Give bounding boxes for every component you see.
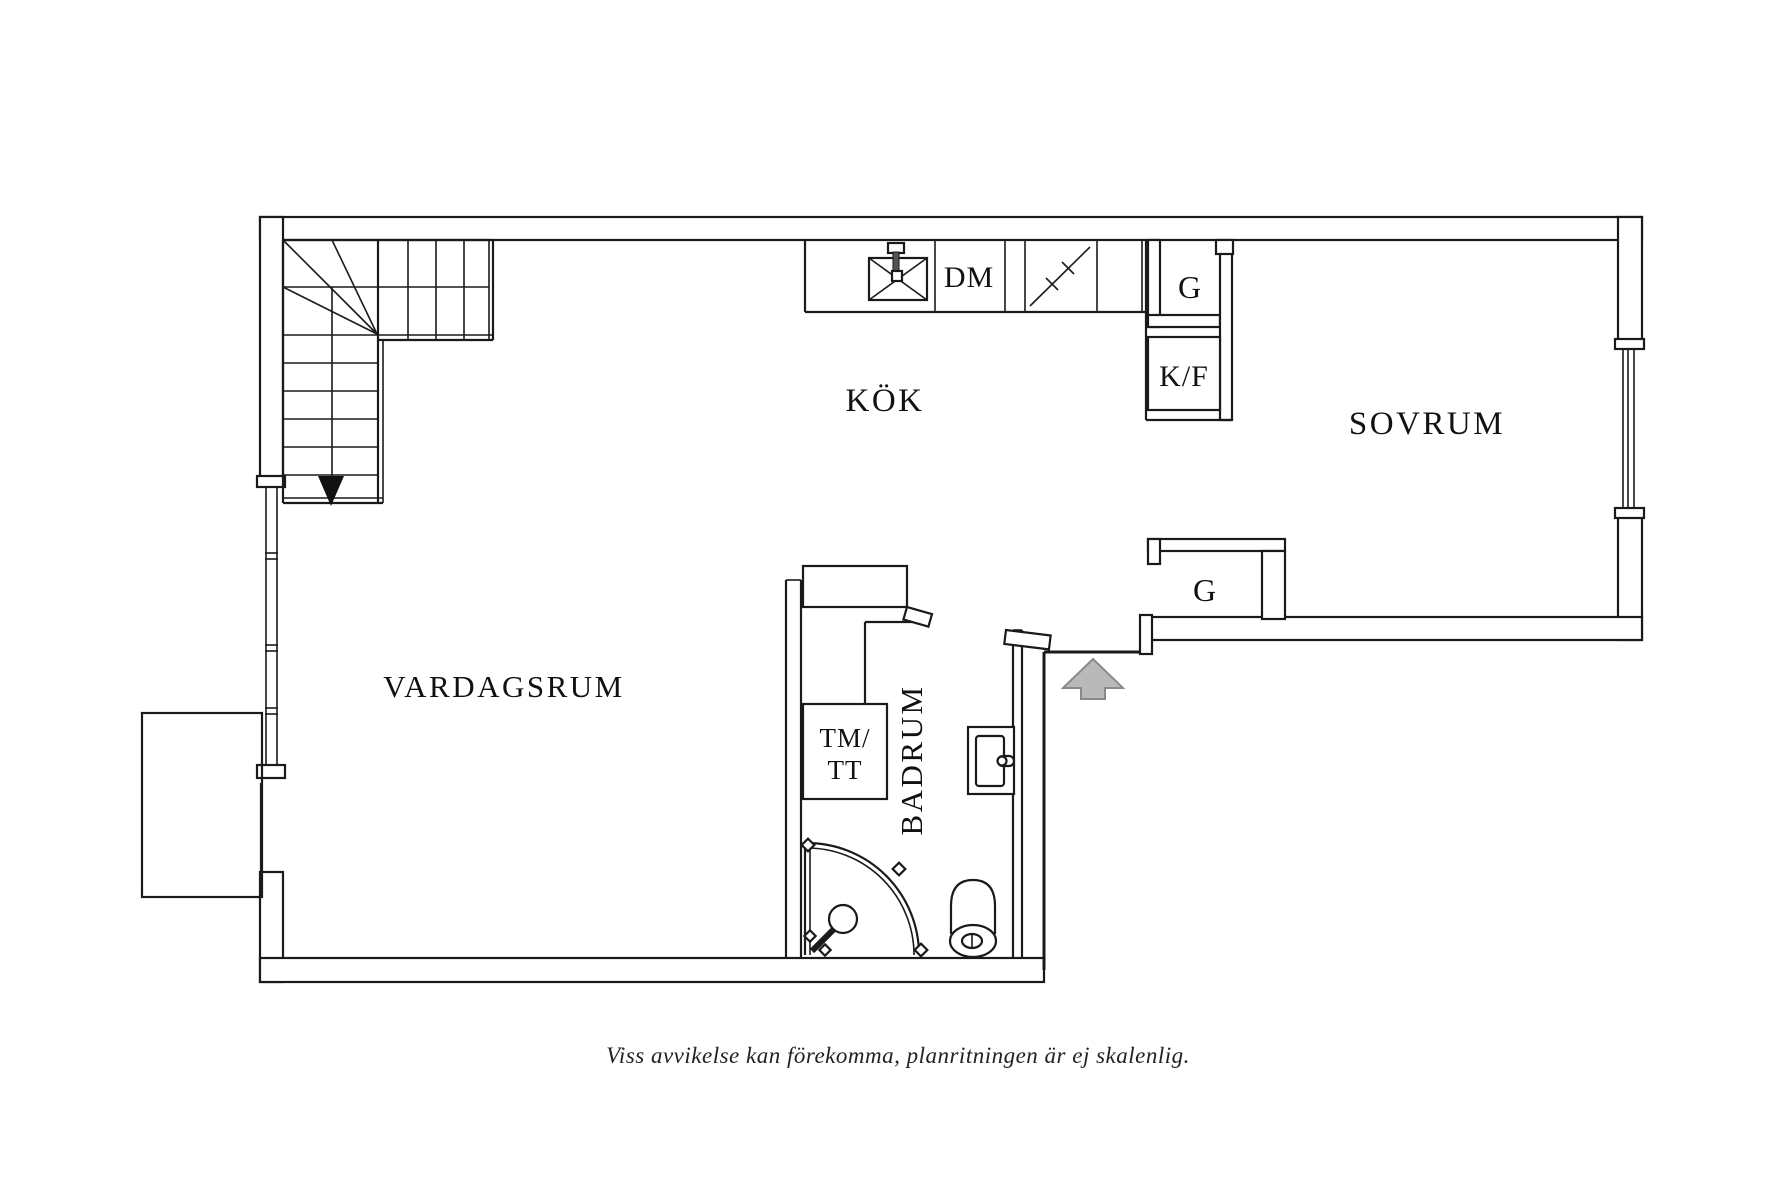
label-fridge-freezer: K/F bbox=[1159, 360, 1209, 393]
wall-west-upper bbox=[258, 215, 285, 482]
room-label-bedroom: SOVRUM bbox=[1349, 406, 1505, 442]
label-wardrobe-kitchen: G bbox=[1178, 269, 1202, 305]
toilet-icon bbox=[948, 878, 998, 959]
closet-unit-kitchen bbox=[1144, 238, 1235, 422]
fridge-freezer-box bbox=[1146, 335, 1222, 412]
wall-north bbox=[258, 215, 1644, 242]
label-washer-line2: TT bbox=[828, 755, 863, 785]
entrance-door-leaf bbox=[1003, 628, 1052, 651]
closet-wall-right bbox=[1260, 549, 1287, 621]
kitchen-counter bbox=[803, 240, 1146, 314]
window-west-icon bbox=[255, 474, 287, 780]
shower-head-icon bbox=[802, 903, 859, 958]
washer-dryer-box bbox=[801, 702, 889, 801]
wall-south-bedroom bbox=[1144, 615, 1644, 642]
hall-cabinet bbox=[801, 564, 909, 609]
outer-walls bbox=[258, 215, 1644, 984]
bathroom-walls bbox=[784, 564, 1024, 958]
closet-unit-hall bbox=[1146, 537, 1287, 621]
entrance bbox=[1003, 628, 1126, 700]
balcony-outline bbox=[140, 711, 264, 899]
closet-wall-right bbox=[1218, 250, 1234, 422]
label-dishwasher: DM bbox=[944, 261, 994, 294]
closet-wall-top bbox=[1146, 537, 1287, 553]
window-sill-top bbox=[1613, 337, 1646, 351]
corner-shower-icon bbox=[800, 837, 929, 958]
stairs-down-arrow-icon bbox=[318, 476, 344, 506]
closet-jamb-left bbox=[1146, 537, 1162, 566]
room-label-living: VARDAGSRUM bbox=[383, 669, 625, 704]
window-sill-bottom bbox=[255, 763, 287, 780]
entrance-arrow-icon bbox=[1060, 657, 1126, 700]
washbasin-icon bbox=[966, 725, 1016, 796]
label-wardrobe-hall: G bbox=[1193, 572, 1217, 608]
label-washer-line1: TM/ bbox=[819, 723, 870, 753]
wall-step-connector bbox=[1138, 613, 1154, 656]
closet-door-jamb bbox=[1214, 238, 1235, 256]
bathroom-door-leaf bbox=[902, 605, 934, 629]
room-label-bathroom: BADRUM bbox=[894, 684, 929, 835]
closet-wall-bottom bbox=[1146, 313, 1222, 329]
disclaimer-caption: Viss avvikelse kan förekomma, planritnin… bbox=[606, 1043, 1190, 1068]
cooktop-icon bbox=[1029, 246, 1091, 307]
wall-south-living bbox=[258, 956, 1046, 984]
wall-east-upper bbox=[1616, 215, 1644, 349]
window-sill-top bbox=[255, 474, 287, 489]
stairs-icon bbox=[281, 238, 495, 506]
window-east-icon bbox=[1613, 337, 1646, 520]
window-sill-bottom bbox=[1613, 506, 1646, 520]
room-label-kitchen: KÖK bbox=[846, 383, 925, 419]
kitchen-sink-icon bbox=[867, 241, 929, 302]
